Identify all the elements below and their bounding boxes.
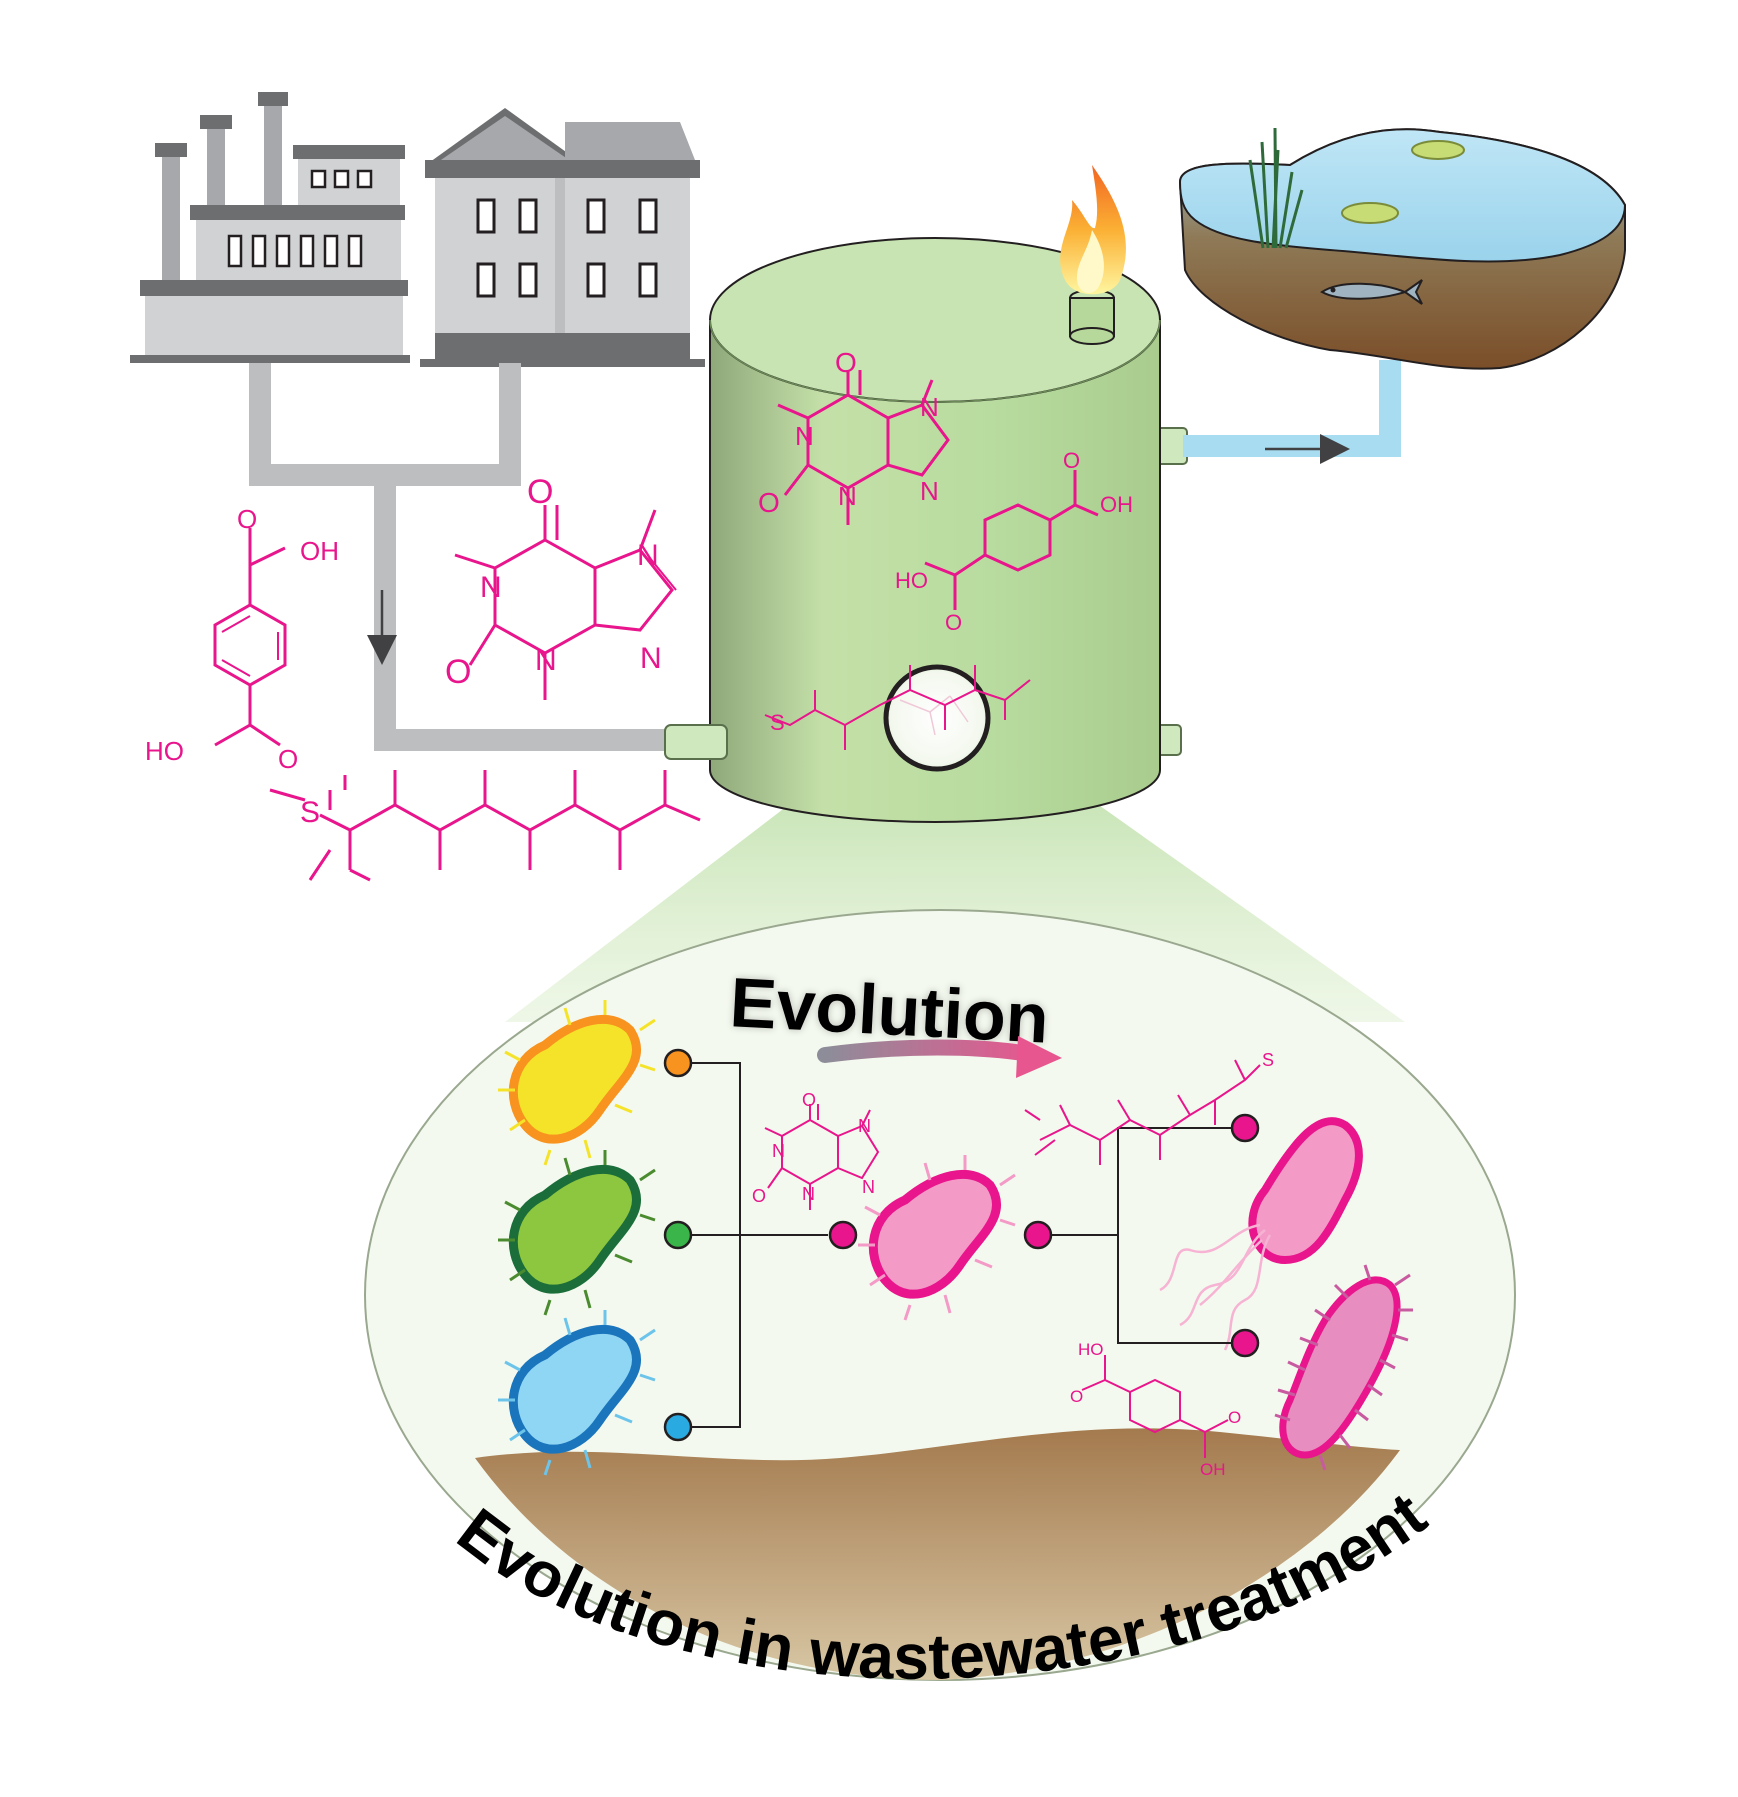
bacterium-green [498, 1150, 656, 1316]
svg-text:OH: OH [1200, 1460, 1226, 1479]
house-icon [420, 108, 705, 367]
svg-text:O: O [237, 504, 257, 534]
alkyl-sulfone-molecule-bottom: S [269, 770, 701, 882]
svg-text:O: O [835, 347, 857, 378]
svg-text:N: N [637, 539, 659, 572]
svg-text:O: O [1063, 448, 1080, 473]
effluent-pipe [1183, 360, 1401, 464]
terephthalic-acid-molecule-tank: OH O HO O [895, 448, 1133, 635]
svg-text:N: N [535, 644, 557, 677]
svg-text:N: N [772, 1141, 785, 1161]
svg-text:OH: OH [300, 536, 339, 566]
svg-text:N: N [858, 1116, 871, 1136]
factory-icon [130, 92, 410, 363]
svg-text:N: N [838, 481, 857, 511]
svg-text:O: O [1228, 1408, 1241, 1427]
svg-text:OH: OH [1100, 492, 1133, 517]
evolution-arrow-head [1016, 1036, 1062, 1078]
alkyl-sulfone-molecule-tank: S [764, 665, 1031, 750]
bacterium-blue [498, 1310, 656, 1476]
reed-icon [1248, 127, 1304, 249]
svg-text:HO: HO [895, 568, 928, 593]
svg-text:N: N [920, 392, 939, 422]
svg-text:N: N [862, 1177, 875, 1197]
svg-text:N: N [640, 642, 662, 675]
bacterium-pink-center [858, 1155, 1016, 1321]
terephthalic-acid-molecule-left: OH O HO O [145, 504, 339, 774]
svg-text:S: S [300, 796, 320, 829]
evolution-arrow [817, 1039, 1043, 1063]
svg-text:N: N [920, 476, 939, 506]
phylogeny-lines [680, 1062, 1232, 1428]
bacterium-yellow [498, 1000, 656, 1166]
lily-pad-icon [1341, 140, 1465, 224]
svg-text:HO: HO [145, 736, 184, 766]
svg-text:N: N [480, 571, 502, 604]
svg-text:HO: HO [1078, 1340, 1104, 1359]
svg-text:O: O [945, 610, 962, 635]
terephthalic-acid-molecule-zoom: HO O OH O [1070, 1340, 1241, 1479]
influent-pipe [249, 363, 690, 751]
flame-icon [1060, 165, 1126, 295]
svg-text:S: S [770, 710, 785, 735]
svg-text:O: O [1070, 1387, 1083, 1406]
tree-nodes [663, 1048, 1260, 1442]
svg-text:O: O [752, 1186, 766, 1206]
svg-text:N: N [802, 1184, 815, 1204]
pond-icon [1178, 127, 1627, 370]
fish-icon [1320, 279, 1423, 305]
caffeine-molecule-left: O N O N N N [445, 473, 677, 700]
svg-text:O: O [278, 744, 298, 774]
caffeine-molecule-tank: O N O N N N [758, 347, 950, 525]
svg-text:O: O [527, 473, 553, 511]
magnifier-lens-icon [883, 664, 991, 772]
bacterium-pink-top-right [1159, 1117, 1363, 1351]
svg-text:O: O [758, 487, 780, 518]
bacterium-pink-bottom-right [1274, 1264, 1413, 1471]
svg-text:N: N [795, 421, 814, 451]
reactor-tank [664, 237, 1188, 823]
svg-text:O: O [802, 1090, 816, 1110]
alkyl-sulfone-molecule-zoom: S [1024, 1050, 1274, 1165]
zoom-view [364, 909, 1516, 1681]
svg-text:S: S [1262, 1050, 1274, 1070]
caffeine-molecule-zoom: O N O N N N [752, 1090, 880, 1210]
svg-text:O: O [445, 653, 471, 691]
